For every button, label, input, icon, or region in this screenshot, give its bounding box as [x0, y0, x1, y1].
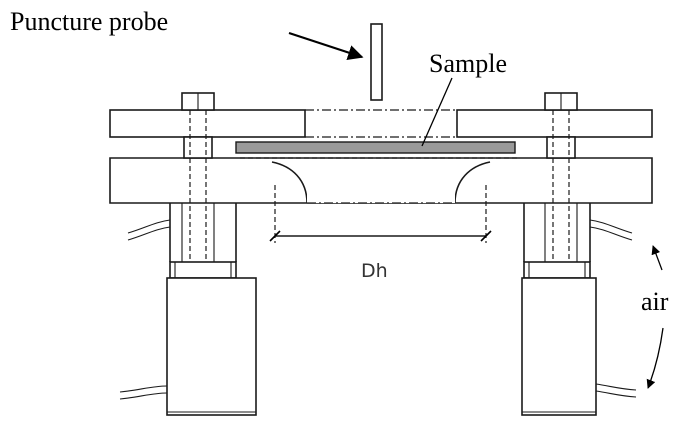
right-support — [521, 203, 597, 416]
opening-right-curve — [454, 161, 491, 204]
dh-dimension — [269, 185, 492, 243]
air-arrows — [646, 245, 664, 389]
puncture-probe — [370, 23, 383, 101]
right-bolt — [544, 92, 578, 262]
top-plate-left — [109, 109, 306, 138]
bottom-plate — [109, 157, 653, 204]
air-label: air — [641, 287, 669, 316]
dh-label: Dh — [361, 260, 388, 282]
probe-arrow — [288, 31, 364, 60]
opening-left-curve — [271, 161, 308, 204]
air-arrow-down — [646, 327, 664, 389]
probe-label: Puncture probe — [10, 7, 168, 36]
air-arrow-up — [651, 245, 663, 271]
top-plate-right — [456, 109, 653, 138]
air-hoses — [119, 219, 637, 400]
sample-sheet — [235, 141, 516, 154]
sample-leader-line — [421, 77, 453, 147]
top-plate-hidden-edges — [305, 109, 457, 138]
left-support — [166, 203, 257, 416]
left-bolt — [181, 92, 215, 262]
sample-label: Sample — [429, 49, 507, 78]
top-clamp-plate — [109, 109, 653, 138]
